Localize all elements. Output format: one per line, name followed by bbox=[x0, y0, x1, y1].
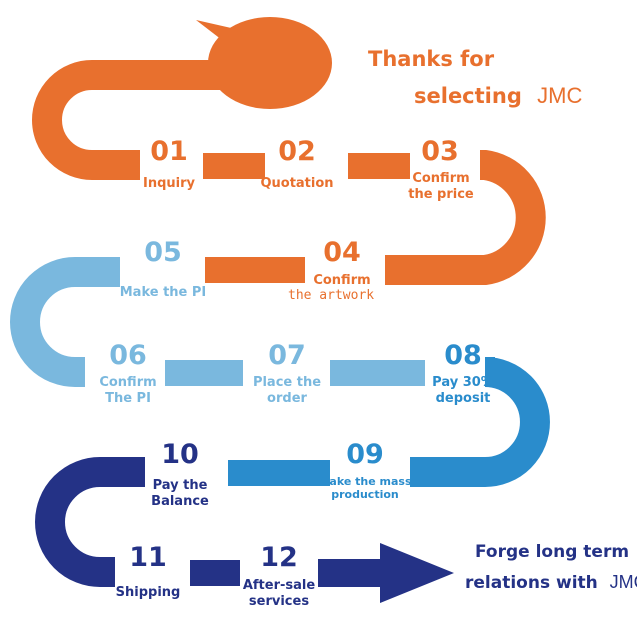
step-05-number: 05 bbox=[144, 237, 182, 268]
dash-02-03 bbox=[348, 153, 410, 179]
step-09-number: 09 bbox=[346, 439, 384, 470]
step-08-number: 08 bbox=[444, 340, 482, 371]
step-11-number: 11 bbox=[129, 542, 167, 573]
step-01-label: Inquiry bbox=[143, 176, 195, 191]
step-06-number: 06 bbox=[109, 340, 147, 371]
step-12-label: After-sale services bbox=[242, 578, 316, 609]
path-segment-orange-right bbox=[385, 150, 546, 285]
header-thanks: Thanks for bbox=[368, 47, 495, 71]
footer-brand: JMC bbox=[609, 572, 637, 592]
path-segment-navy-left bbox=[35, 457, 145, 587]
dash-07-08 bbox=[330, 360, 425, 386]
step-04-number: 04 bbox=[323, 237, 361, 268]
step-03-number: 03 bbox=[421, 136, 459, 167]
step-07-label: Place the order bbox=[252, 375, 322, 406]
step-10-label: Pay the Balance bbox=[151, 478, 209, 509]
step-06-label: Confirm The PI bbox=[99, 375, 157, 406]
step-04-label: Confirm bbox=[313, 273, 371, 288]
step-12-number: 12 bbox=[260, 542, 298, 573]
step-09-label: Make the mass production bbox=[318, 475, 412, 501]
header-brand: JMC bbox=[537, 83, 583, 108]
step-11-label: Shipping bbox=[115, 585, 181, 600]
footer-relations: relations with JMC bbox=[465, 572, 637, 593]
speech-bubble-icon bbox=[196, 17, 332, 109]
header-selecting-text: selecting bbox=[414, 84, 522, 108]
header-selecting: selecting JMC bbox=[414, 83, 582, 109]
dash-11-12 bbox=[190, 560, 240, 586]
dash-09-10 bbox=[228, 460, 330, 486]
dash-01-02 bbox=[203, 153, 265, 179]
footer-forge: Forge long term bbox=[475, 542, 630, 562]
arrow-right-icon bbox=[318, 543, 454, 603]
path-segment-lightblue-left bbox=[10, 257, 120, 387]
path-segment-blue-right bbox=[410, 357, 550, 487]
step-07-number: 07 bbox=[268, 340, 306, 371]
step-01-number: 01 bbox=[150, 136, 188, 167]
step-08-label: Pay 30% deposit bbox=[432, 375, 494, 406]
step-10-number: 10 bbox=[161, 439, 199, 470]
step-04-label-artwork: the artwork bbox=[288, 288, 375, 303]
step-02-label: Quotation bbox=[260, 176, 334, 191]
dash-04-05 bbox=[205, 257, 305, 283]
step-05-label: Make the PI bbox=[119, 285, 207, 300]
footer-relations-text: relations with bbox=[465, 573, 598, 593]
step-03-label: Confirm the price bbox=[408, 171, 474, 202]
dash-06-07 bbox=[165, 360, 243, 386]
path-segment-orange-top bbox=[32, 60, 222, 180]
step-02-number: 02 bbox=[278, 136, 316, 167]
